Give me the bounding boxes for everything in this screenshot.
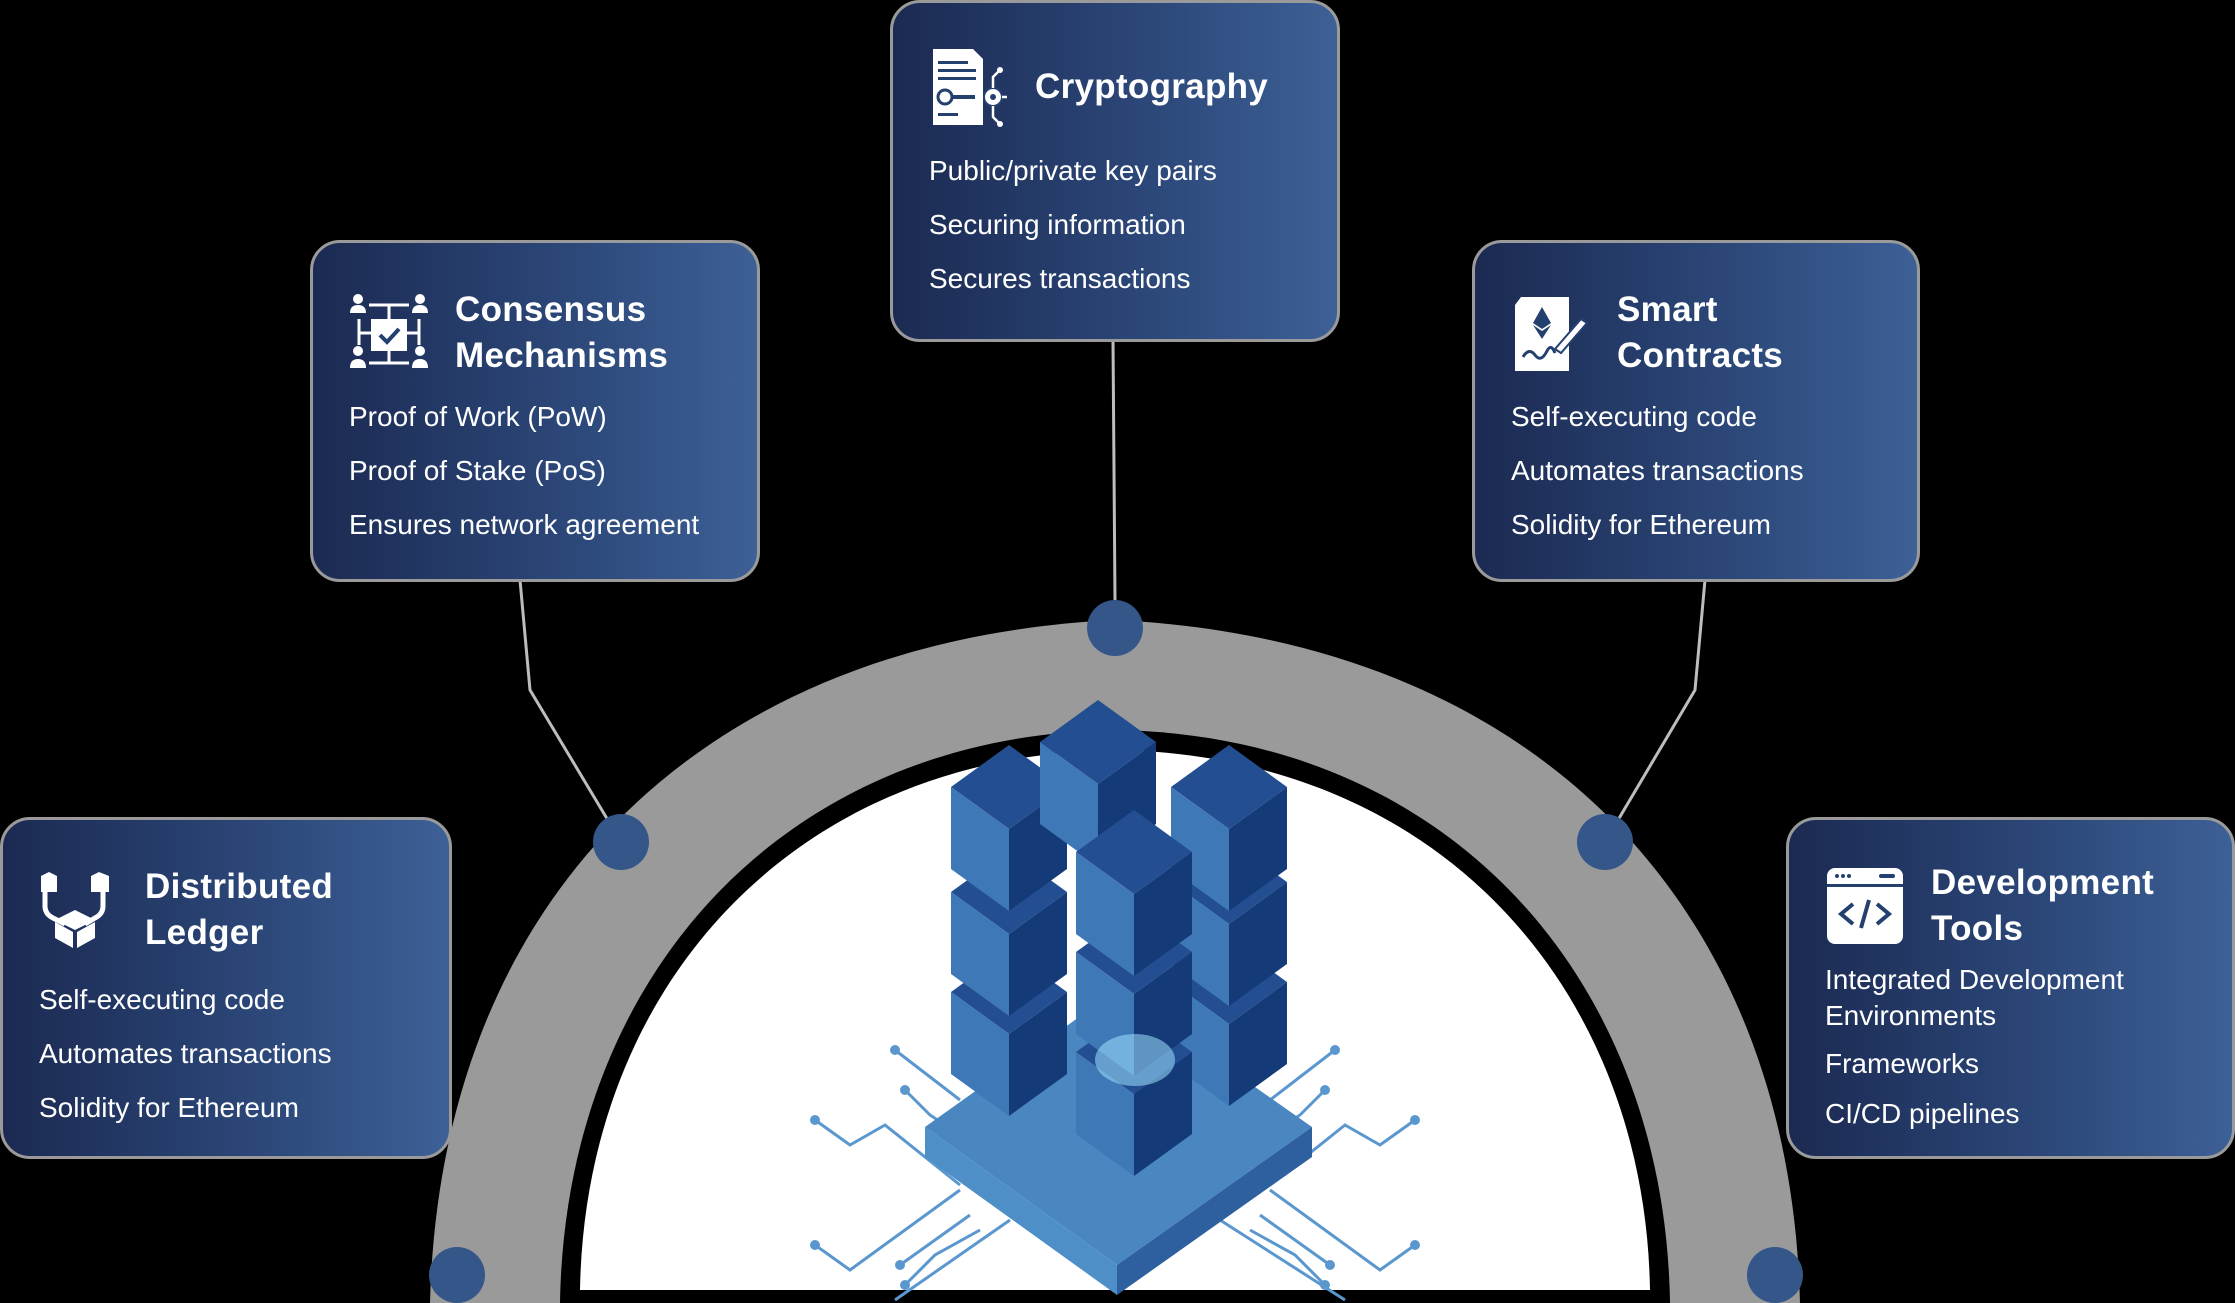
card-title: Distributed Ledger [145,867,334,952]
connector-dot-consensus [593,814,649,870]
connector-smart-contracts [1603,579,1707,843]
card-item-list: Public/private key pairs Securing inform… [929,153,1301,297]
card-item-list: Self-executing code Automates transactio… [1511,399,1881,543]
card-development-tools: Development Tools Integrated Development… [1786,817,2235,1159]
card-item: Self-executing code [39,984,285,1015]
card-item: CI/CD pipelines [1825,1098,2020,1129]
card-item: Secures transactions [929,263,1191,294]
circuit-nodes [810,1045,1420,1290]
card-item: Integrated Development Environments [1825,964,2124,1031]
card-title: Smart Contracts [1617,290,1784,375]
card-cryptography: Cryptography Public/private key pairs Se… [890,0,1340,342]
card-item-list: Integrated Development Environments Fram… [1825,962,2196,1132]
card-title: Cryptography [1035,67,1269,106]
document-key-icon [933,49,1007,127]
card-item: Ensures network agreement [349,509,700,540]
card-smart-contracts: Smart Contracts Self-executing code Auto… [1472,240,1920,582]
card-item: Proof of Work (PoW) [349,401,607,432]
contract-signature-icon [1515,297,1589,371]
connector-dot-distributed-ledger [429,1247,485,1303]
consensus-people-icon [350,294,428,368]
card-item-list: Proof of Work (PoW) Proof of Stake (PoS)… [349,399,721,543]
card-title: Development Tools [1931,863,2155,948]
card-item: Self-executing code [1511,401,1757,432]
connector-dot-development-tools [1747,1247,1803,1303]
connector-dot-smart-contracts [1577,814,1633,870]
connector-consensus [518,579,623,843]
card-distributed-ledger: Distributed Ledger Self-executing code A… [0,817,452,1159]
card-item: Automates transactions [39,1038,332,1069]
card-title: Consensus Mechanisms [455,290,669,375]
card-consensus-mechanisms: Consensus Mechanisms Proof of Work (PoW)… [310,240,760,582]
card-item: Solidity for Ethereum [39,1092,299,1123]
connector-cryptography [1111,339,1117,601]
card-item-list: Self-executing code Automates transactio… [39,982,413,1126]
card-item: Securing information [929,209,1186,240]
card-item: Public/private key pairs [929,155,1217,186]
glow [1095,1034,1175,1086]
card-item: Proof of Stake (PoS) [349,455,606,486]
distributed-blocks-icon [41,872,109,948]
connector-dot-cryptography [1087,600,1143,656]
code-window-icon [1827,868,1903,944]
card-item: Solidity for Ethereum [1511,509,1771,540]
card-item: Automates transactions [1511,455,1804,486]
card-item: Frameworks [1825,1048,1980,1079]
